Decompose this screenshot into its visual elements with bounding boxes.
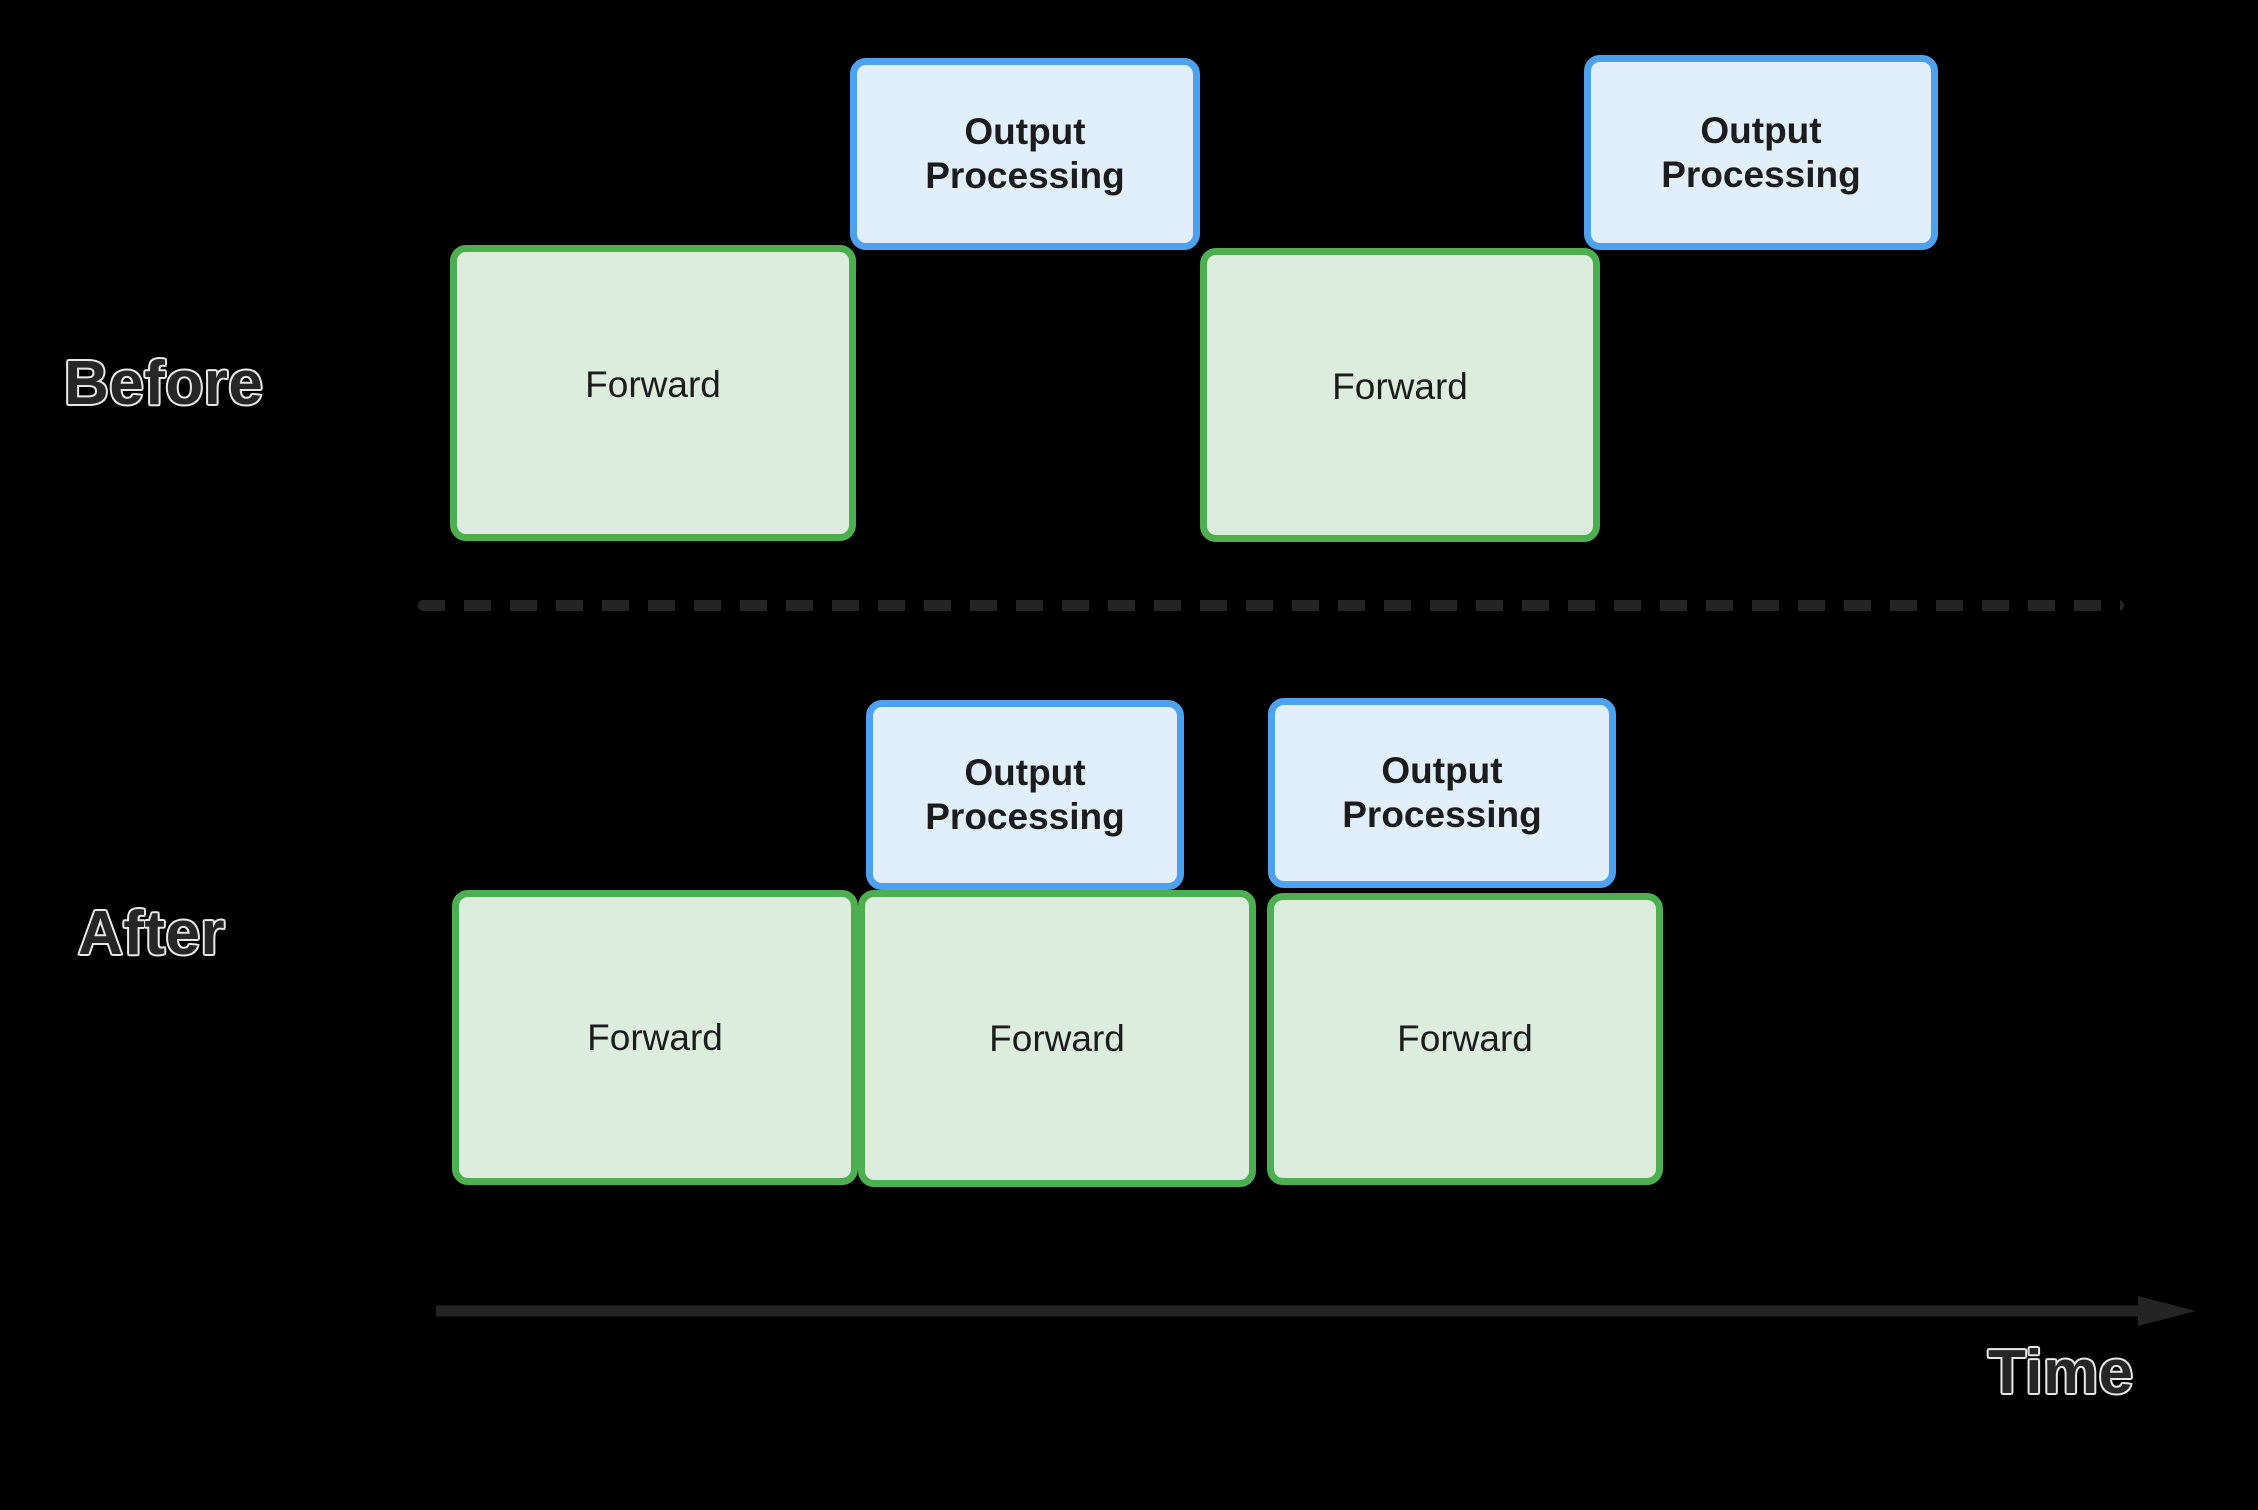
block-label-line1: Output — [964, 752, 1086, 794]
block-label: Forward — [1332, 366, 1468, 408]
time-axis-arrow-icon — [436, 1296, 2196, 1326]
row-label-before: Before — [62, 348, 264, 420]
block-label-line2: Processing — [925, 155, 1125, 196]
after-forward-block-3: Forward — [1267, 893, 1663, 1185]
section-divider-dashed-line — [418, 600, 2124, 611]
block-label-line2: Processing — [925, 796, 1125, 837]
block-label: Forward — [585, 364, 721, 406]
block-label: Forward — [587, 1016, 723, 1058]
block-label-line2: Processing — [1342, 794, 1542, 835]
after-forward-block-2: Forward — [858, 890, 1256, 1187]
after-forward-block-1: Forward — [452, 890, 858, 1185]
block-label-line1: Output — [964, 111, 1086, 153]
before-forward-block-1: Forward — [450, 245, 856, 541]
row-label-after: After — [76, 898, 226, 970]
block-label-line1: Output — [1381, 750, 1503, 792]
block-label: Forward — [1397, 1018, 1533, 1060]
before-forward-block-2: Forward — [1200, 248, 1600, 542]
block-label-line1: Output — [1700, 109, 1822, 151]
time-axis-label: Time — [1987, 1337, 2135, 1409]
block-label: Forward — [989, 1017, 1125, 1059]
block-label-line2: Processing — [1661, 153, 1861, 195]
